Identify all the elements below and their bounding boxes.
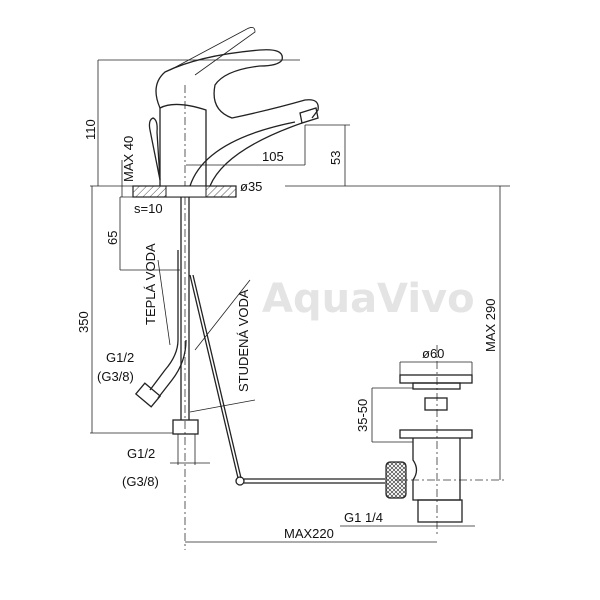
dimension-lines	[90, 59, 510, 543]
dim-350: 350	[76, 311, 91, 333]
knurled-nut	[385, 461, 407, 499]
dim-g1-1-4: G1 1/4	[344, 510, 383, 525]
dim-hose-g3-8: (G3/8)	[122, 474, 159, 489]
dim-53: 53	[328, 151, 343, 165]
dim-diameter-60: ø60	[422, 346, 444, 361]
watermark: AquaVivo	[262, 276, 475, 322]
faucet-body	[148, 27, 319, 187]
base-insert	[165, 185, 207, 198]
dim-hot-g1-2: G1/2	[106, 350, 134, 365]
pull-rod	[189, 274, 385, 486]
dim-max-220: MAX220	[284, 526, 334, 541]
dim-max-40: MAX 40	[121, 136, 136, 182]
dim-65: 65	[105, 231, 120, 245]
dim-diameter-35: ø35	[240, 179, 262, 194]
drain-pull-knob	[148, 117, 161, 181]
dim-35-50: 35-50	[355, 399, 370, 432]
dim-max-290: MAX 290	[483, 299, 498, 352]
supply-hoses	[134, 197, 199, 465]
dim-105: 105	[262, 149, 284, 164]
dim-s10: s=10	[134, 201, 163, 216]
lever-raised-outline	[169, 27, 256, 76]
label-hot-water: TEPLÁ VODA	[143, 243, 158, 325]
waste-valve	[385, 374, 473, 523]
dim-110: 110	[83, 119, 98, 140]
dim-hose-g1-2: G1/2	[127, 446, 155, 461]
dim-hot-g3-8: (G3/8)	[97, 369, 134, 384]
label-cold-water: STUDENÁ VODA	[236, 289, 251, 392]
